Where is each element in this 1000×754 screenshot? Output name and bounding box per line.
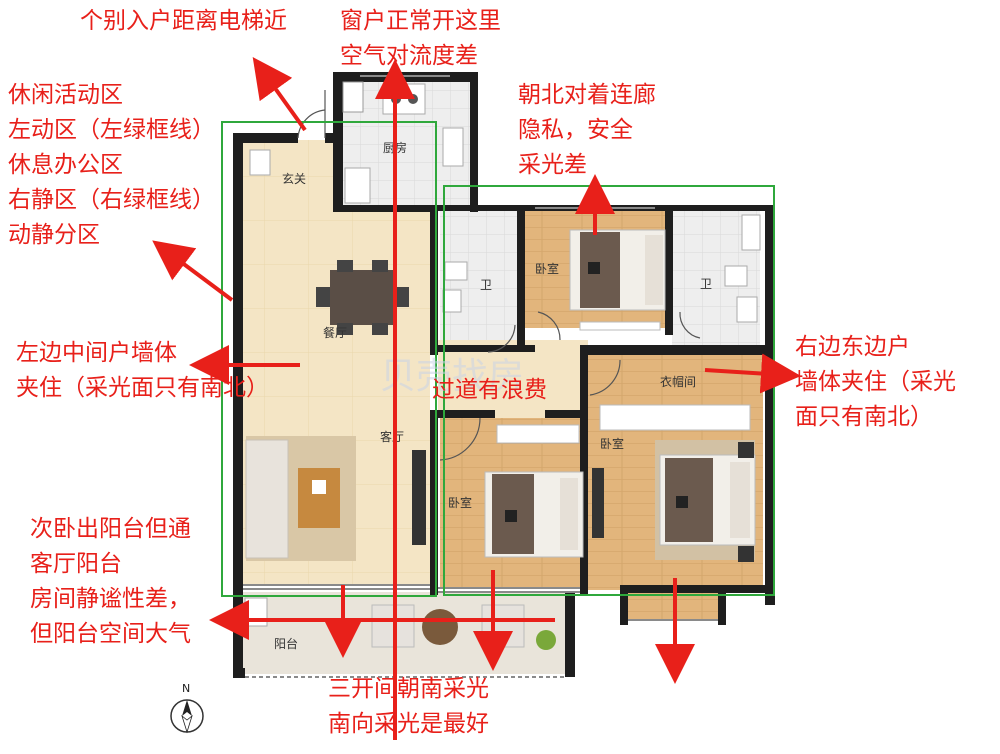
room-label-dining: 餐厅 [323, 325, 347, 340]
red-arrows [152, 56, 801, 740]
watermark: 贝壳找房 [380, 356, 524, 397]
living-furniture [245, 436, 426, 561]
annotation-line: 三开间朝南采光 [328, 676, 489, 702]
dining-table [316, 260, 409, 335]
annotation-line: 动静分区 [8, 222, 100, 248]
bathroom-fixtures [442, 214, 761, 323]
annotation-line: 但阳台空间大气 [30, 621, 191, 647]
room-label-bath-left: 卫 [480, 278, 492, 292]
annotation-right-wall: 右边东边户 墙体夹住（采光 面只有南北） [795, 330, 956, 435]
annotation-line: 朝北对着连廊 [518, 82, 656, 108]
annotation-line: 右静区（右绿框线） [8, 187, 215, 213]
annotation-line: 墙体夹住（采光 [795, 369, 956, 395]
annotation-line: 休息办公区 [8, 152, 123, 178]
annotation-south: 三开间朝南采光 南向采光是最好 [328, 672, 489, 742]
compass-label: N [182, 682, 190, 695]
room-label-bedroom-master: 卧室 [600, 436, 624, 451]
doors [297, 90, 701, 461]
room-label-bedroom-second: 卧室 [448, 495, 472, 510]
compass: N [170, 682, 204, 734]
room-label-bath-right: 卫 [700, 277, 712, 291]
entry-cabinet [249, 149, 271, 176]
beds [484, 229, 756, 562]
annotation-line: 窗户正常开这里 [340, 8, 501, 34]
annotation-line: 右边东边户 [795, 334, 910, 360]
annotation-balcony: 次卧出阳台但通 客厅阳台 房间静谧性差， 但阳台空间大气 [30, 512, 191, 652]
annotation-zones: 休闲活动区 左动区（左绿框线） 休息办公区 右静区（右绿框线） 动静分区 [8, 78, 215, 253]
annotation-left-wall: 左边中间户墙体 夹住（采光面只有南北） [16, 336, 269, 406]
annotation-window: 窗户正常开这里 空气对流度差 [340, 4, 501, 74]
annotation-line: 次卧出阳台但通 [30, 516, 191, 542]
room-label-balcony: 阳台 [274, 636, 298, 651]
arrow-right-wall [704, 353, 801, 394]
annotation-line: 客厅阳台 [30, 551, 122, 577]
annotation-north: 朝北对着连廊 隐私，安全 采光差 [518, 78, 656, 183]
corridor-floor [438, 340, 588, 418]
annotation-line: 左动区（左绿框线） [8, 117, 215, 143]
annotation-line: 空气对流度差 [340, 43, 478, 69]
annotation-line: 左边中间户墙体 [16, 340, 177, 366]
room-label-living: 客厅 [380, 429, 404, 444]
annotation-line: 南向采光是最好 [328, 711, 489, 737]
annotation-line: 采光差 [518, 152, 587, 178]
room-label-bedroom-north: 卧室 [535, 261, 559, 276]
annotation-line: 隐私，安全 [518, 117, 633, 143]
annotation-line: 面只有南北） [795, 404, 933, 430]
annotation-line: 房间静谧性差， [30, 586, 191, 612]
room-label-closet: 衣帽间 [660, 374, 696, 389]
arrow-elevator [252, 56, 307, 132]
annotation-line: 夹住（采光面只有南北） [16, 375, 269, 401]
annotation-elevator: 个别入户距离电梯近 [80, 4, 287, 39]
annotation-line: 个别入户距离电梯近 [80, 8, 287, 34]
annotation-line: 休闲活动区 [8, 82, 123, 108]
annotation-line: 过道有浪费 [432, 377, 547, 403]
annotation-corridor: 过道有浪费 [432, 373, 547, 408]
room-label-entry: 玄关 [282, 171, 306, 186]
arrow-zones [152, 240, 234, 302]
